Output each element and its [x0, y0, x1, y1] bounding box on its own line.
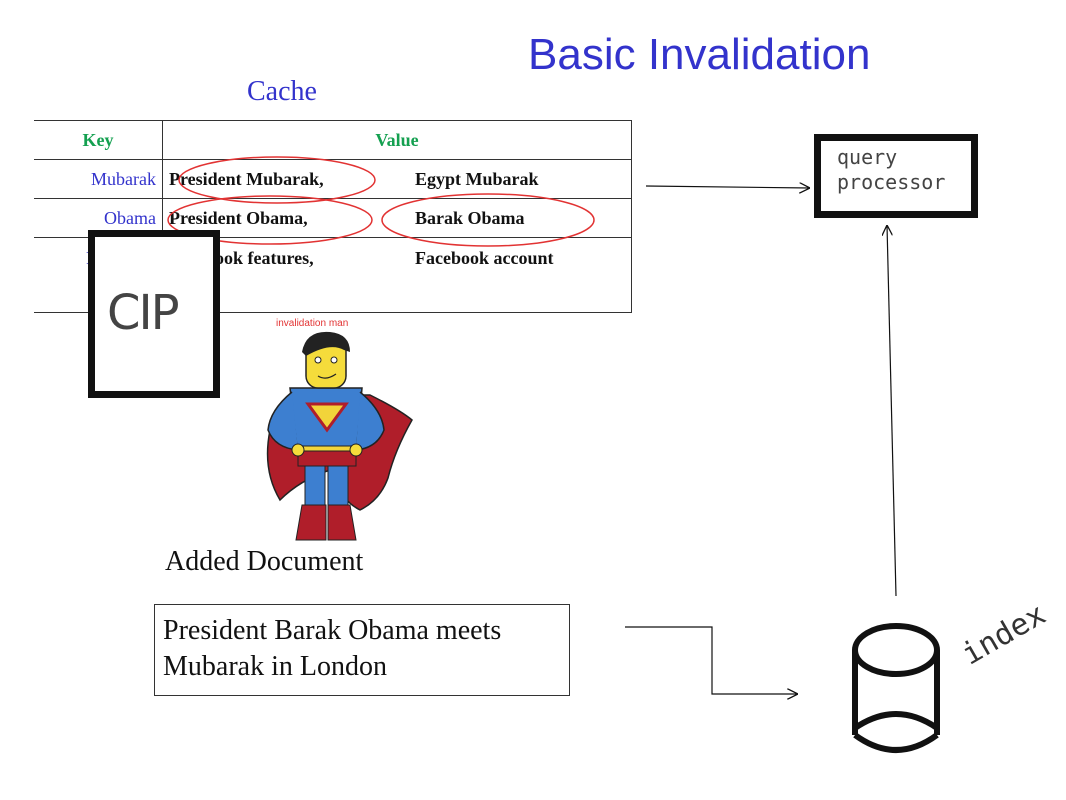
hair [302, 331, 350, 356]
query-processor-label: query processor [837, 145, 945, 195]
value-item: Barak Obama [415, 207, 525, 228]
cache-value: President Mubarak, Egypt Mubarak [162, 159, 632, 199]
value-item: Egypt Mubarak [415, 168, 539, 189]
left-fist [291, 443, 305, 457]
eye [330, 356, 338, 364]
value-item: Facebook account [415, 248, 554, 268]
eye [314, 356, 322, 364]
arrow-index-to-qp [887, 225, 897, 597]
value-item: President Obama, [169, 207, 308, 228]
slide-title: Basic Invalidation [528, 30, 871, 79]
arrow-cache-to-qp [645, 186, 810, 188]
superhero-caption: invalidation man [276, 318, 349, 329]
query-processor-box: query processor [814, 134, 978, 218]
right-fist [349, 443, 363, 457]
smile [317, 373, 337, 379]
added-document-box: President Barak Obama meets Mubarak in L… [154, 604, 570, 696]
document-line: President Barak Obama meets [163, 615, 502, 646]
highlight-ellipse [381, 193, 595, 247]
value-item: President Mubarak, [169, 168, 324, 189]
left-arm [267, 391, 299, 451]
right-boot [327, 504, 357, 541]
s-emblem [305, 402, 349, 433]
cache-key: Mubarak [34, 159, 163, 199]
highlight-ellipse [178, 156, 376, 204]
qp-line: query [837, 145, 898, 169]
cip-box: CIP [88, 230, 220, 398]
arrow-doc-to-index [625, 626, 798, 694]
right-arm [355, 391, 385, 451]
cache-label: Cache [247, 76, 317, 107]
cache-value: President Obama, Barak Obama [162, 198, 632, 238]
key-header: Key [34, 120, 163, 160]
qp-line: processor [837, 170, 946, 194]
cip-label: CIP [107, 285, 180, 341]
index-cylinder [852, 623, 940, 753]
table-row: Mubarak President Mubarak, Egypt Mubarak [34, 159, 632, 199]
document-line: Mubarak in London [163, 651, 387, 682]
highlight-ellipse [167, 195, 373, 245]
table-row: Obama President Obama,Barak Obama [34, 198, 632, 238]
added-document-label: Added Document [165, 546, 364, 577]
left-boot [295, 504, 327, 541]
